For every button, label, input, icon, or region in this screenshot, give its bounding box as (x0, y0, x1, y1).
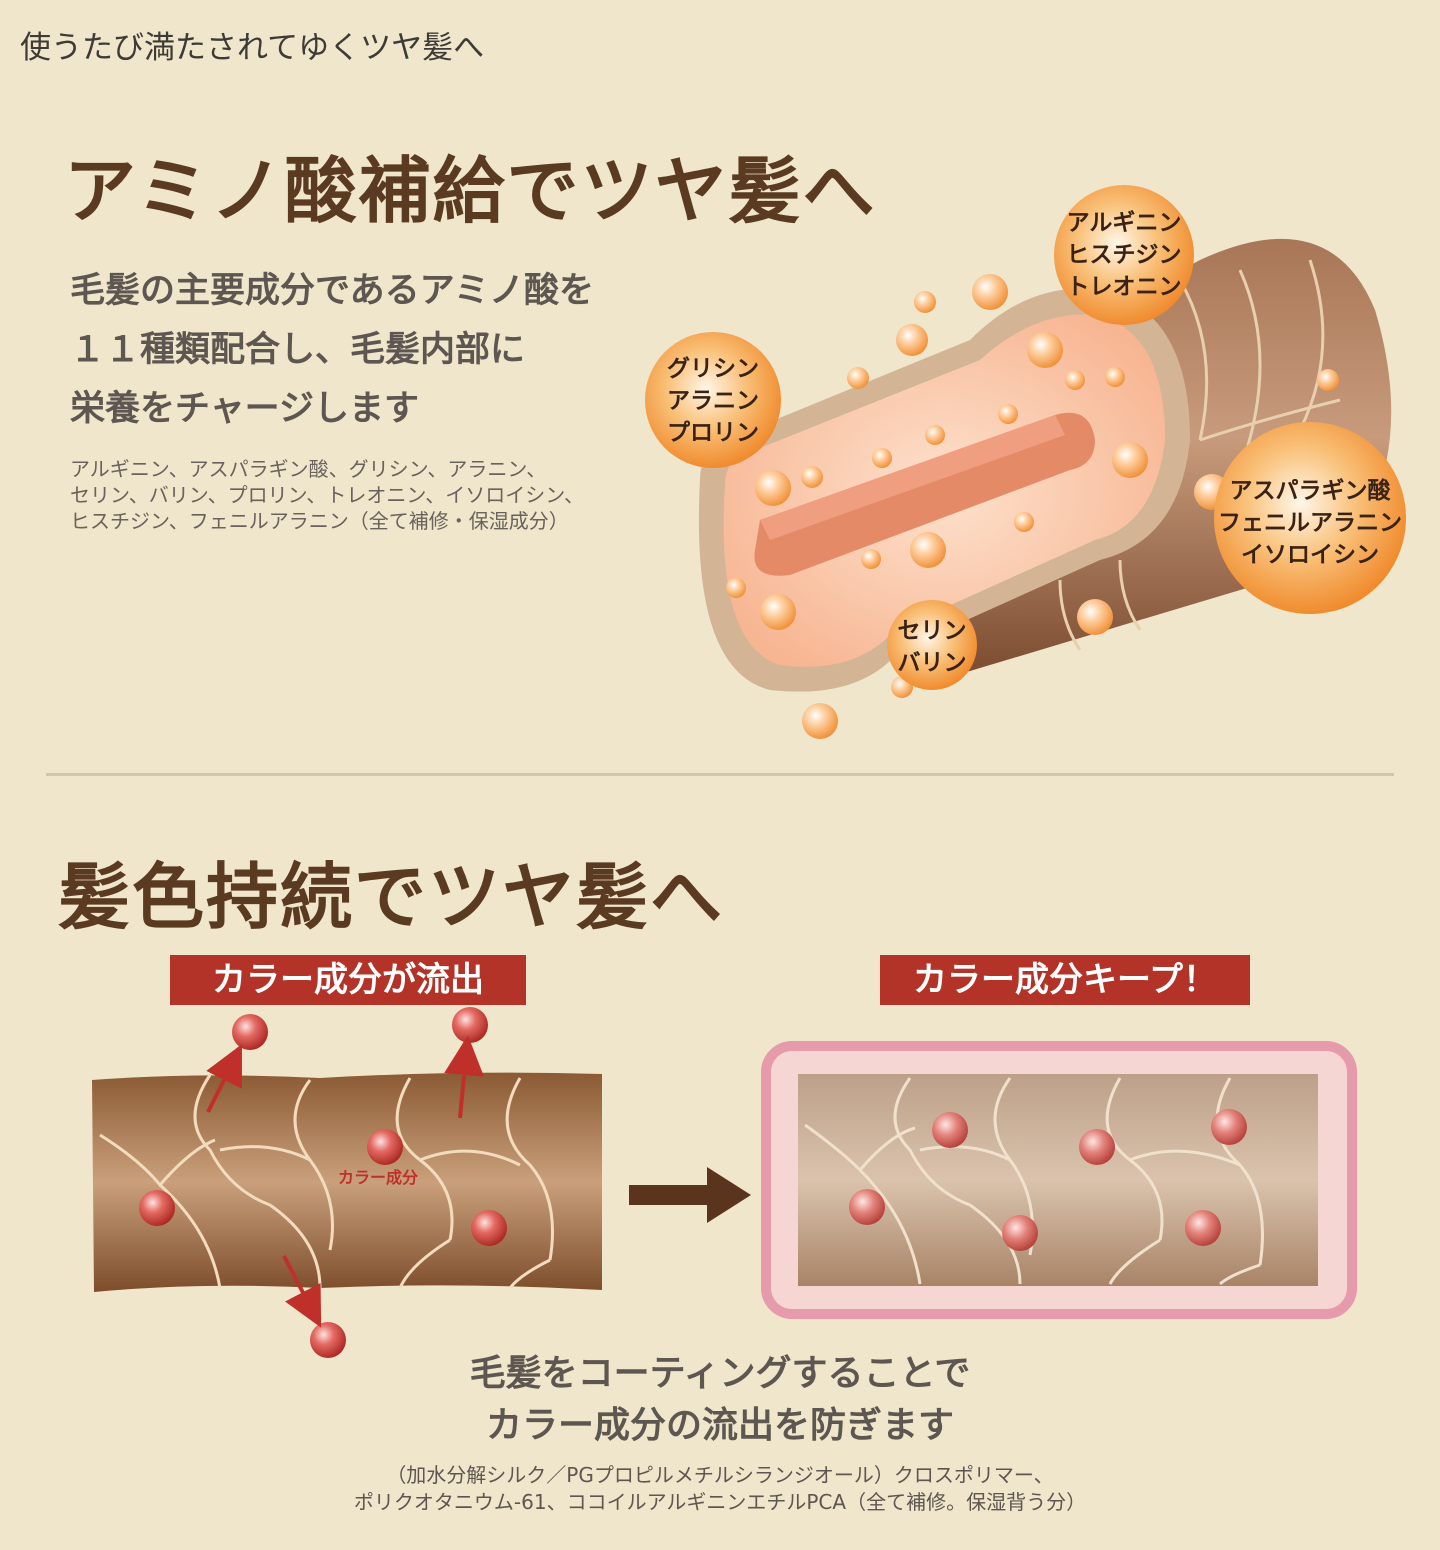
ingredient-line: ヒスチジン、フェニルアラニン（全て補修・保湿成分） (70, 509, 569, 533)
bubble-text: プロリン (667, 420, 759, 446)
bubble-text: イソロイシン (1241, 542, 1379, 568)
color-lead-line: 毛髪をコーティングすることで (469, 1353, 971, 1394)
amino-lead-line: 毛髪の主要成分であるアミノ酸を (70, 271, 594, 311)
bubble-text: ヒスチジン (1067, 242, 1182, 268)
label-color-keep: カラー成分キープ！ (880, 955, 1250, 1005)
bubble-text: アスパラギン酸 (1230, 478, 1392, 504)
bubble-text: フェニルアラニン (1218, 510, 1402, 536)
bubble-text: グリシン (667, 355, 759, 382)
color-section-title: 髪色持続でツヤ髪へ (58, 854, 725, 939)
note-line: （加水分解シルク／PGプロピルメチルシランジオール）クロスポリマー、 (386, 1463, 1054, 1487)
color-lead-line: カラー成分の流出を防ぎます (485, 1405, 954, 1446)
amino-ingredient-list: アルギニン、アスパラギン酸、グリシン、アラニン、 セリン、バリン、プロリン、トレ… (70, 456, 670, 534)
ingredient-line: アルギニン、アスパラギン酸、グリシン、アラニン、 (70, 457, 547, 481)
hair-cross-section-illustration: グリシン アラニン プロリン アルギニン ヒスチジン トレオニン アスパラギン酸… (645, 185, 1406, 739)
bubble-text: アラニン (667, 388, 759, 414)
bubble-text: トレオニン (1067, 274, 1182, 300)
note-line: ポリクオタニウム-61、ココイルアルギニンエチルPCA（全て補修。保湿背う分） (353, 1490, 1087, 1514)
section-divider (46, 773, 1394, 776)
color-lead-text: 毛髪をコーティングすることで カラー成分の流出を防ぎます (0, 1348, 1440, 1452)
amino-section-title: アミノ酸補給でツヤ髪へ (64, 148, 877, 233)
amino-lead-line: １１種類配合し、毛髪内部に (70, 330, 526, 370)
amino-lead-text: 毛髪の主要成分であるアミノ酸を １１種類配合し、毛髪内部に 栄養をチャージします (70, 262, 710, 439)
ingredient-line: セリン、バリン、プロリン、トレオニン、イソロイシン、 (70, 483, 584, 507)
bubble-text: アルギニン (1067, 210, 1182, 236)
hair-strand-outflow-illustration: カラー成分 (92, 1007, 602, 1358)
pigment-label: カラー成分 (338, 1168, 418, 1187)
transition-arrow-icon (629, 1167, 751, 1223)
bubble-text: セリン (898, 618, 967, 644)
tagline: 使うたび満たされてゆくツヤ髪へ (20, 30, 485, 66)
bubble-text: バリン (898, 650, 967, 676)
color-ingredient-note: （加水分解シルク／PGプロピルメチルシランジオール）クロスポリマー、 ポリクオタ… (0, 1462, 1440, 1516)
amino-lead-line: 栄養をチャージします (70, 389, 419, 429)
label-color-outflow: カラー成分が流出 (170, 955, 526, 1005)
hair-strand-coated-illustration (761, 1041, 1357, 1319)
